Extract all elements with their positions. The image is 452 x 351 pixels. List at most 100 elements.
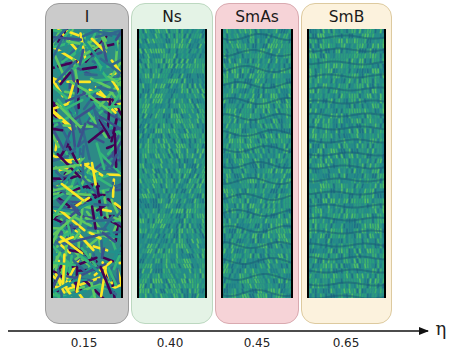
mesogen-rod	[166, 114, 168, 119]
mesogen-rod	[174, 154, 176, 159]
mesogen-rod	[197, 74, 199, 79]
mesogen-rod	[140, 209, 142, 214]
mesogen-rod	[174, 89, 175, 94]
mesogen-rod	[166, 209, 168, 214]
mesogen-rod	[143, 104, 144, 109]
phase-panel: SmAs	[215, 3, 299, 324]
mesogen-rod	[169, 129, 170, 134]
mesogen-rod	[271, 39, 273, 44]
mesogen-rod	[153, 64, 155, 69]
mesogen-rod	[268, 44, 270, 49]
mesogen-rod	[155, 94, 157, 99]
mesogen-rod	[194, 154, 196, 159]
mesogen-rod	[150, 294, 151, 298]
mesogen-rod	[148, 39, 150, 44]
mesogen-rod	[156, 254, 157, 259]
mesogen-rod	[194, 134, 196, 139]
mesogen-rod	[252, 29, 254, 34]
mesogen-rod	[160, 59, 162, 64]
mesogen-rod	[101, 267, 111, 293]
mesogen-rod	[176, 114, 177, 119]
mesogen-rod	[189, 64, 191, 69]
mesogen-rod	[192, 114, 194, 119]
mesogen-rod	[148, 139, 150, 144]
mesogen-rod	[140, 69, 141, 74]
mesogen-rod	[181, 154, 183, 159]
mesogen-rod	[179, 194, 181, 199]
mesogen-rod	[197, 44, 199, 49]
mesogen-rod	[140, 54, 142, 59]
mesogen-rod	[237, 29, 238, 33]
mesogen-rod	[109, 77, 123, 91]
mesogen-rod	[158, 89, 159, 94]
mesogen-rod	[140, 254, 141, 259]
mesogen-rod	[140, 219, 142, 224]
mesogen-rod	[192, 84, 194, 89]
mesogen-rod	[187, 214, 189, 219]
mesogen-rod	[177, 229, 178, 234]
mesogen-rod	[140, 29, 141, 34]
mesogen-rod	[202, 269, 204, 274]
mesogen-rod	[156, 284, 157, 289]
mesogen-rod	[150, 39, 151, 44]
mesogen-rod	[239, 29, 241, 33]
mesogen-rod	[189, 194, 190, 199]
mesogen-rod	[184, 274, 185, 279]
mesogen-rod	[161, 234, 162, 239]
mesogen-rod	[190, 209, 191, 214]
mesogen-rod	[179, 214, 180, 219]
mesogen-rod	[166, 79, 168, 84]
mesogen-rod	[202, 174, 203, 179]
mesogen-rod	[150, 129, 152, 134]
mesogen-rod	[161, 49, 162, 54]
mesogen-rod	[199, 154, 201, 159]
mesogen-rod	[158, 104, 159, 109]
mesogen-rod	[150, 89, 151, 94]
mesogen-rod	[226, 29, 228, 34]
mesogen-rod	[140, 269, 141, 274]
mesogen-rod	[142, 179, 144, 184]
mesogen-rod	[181, 84, 183, 89]
mesogen-rod	[153, 49, 154, 54]
mesogen-rod	[275, 29, 277, 34]
mesogen-rod	[161, 29, 162, 33]
mesogen-rod	[148, 169, 149, 174]
mesogen-rod	[181, 159, 183, 164]
mesogen-rod	[184, 139, 186, 144]
mesogen-rod	[153, 29, 154, 33]
mesogen-rod	[173, 29, 175, 34]
mesogen-rod	[140, 249, 141, 254]
mesogen-rod	[192, 89, 193, 94]
mesogen-rod	[184, 174, 185, 179]
mesogen-rod	[195, 39, 196, 44]
mesogen-rod	[53, 253, 61, 268]
mesogen-rod	[192, 194, 194, 199]
mesogen-rod	[200, 44, 202, 49]
mesogen-rod	[145, 194, 147, 199]
mesogen-rod	[192, 169, 193, 174]
mesogen-rod	[189, 49, 191, 54]
mesogen-rod	[145, 204, 146, 209]
mesogen-rod	[192, 29, 193, 33]
mesogen-rod	[199, 269, 201, 274]
mesogen-rod	[156, 294, 157, 298]
mesogen-rod	[202, 94, 204, 99]
mesogen-rod	[161, 149, 163, 154]
mesogen-rod	[142, 154, 144, 159]
mesogen-rod	[199, 39, 201, 44]
mesogen-rod	[145, 129, 146, 134]
mesogen-rod	[142, 79, 144, 84]
mesogen-rod	[140, 244, 141, 249]
mesogen-rod	[202, 54, 204, 59]
mesogen-rod	[51, 29, 66, 45]
mesogen-rod	[171, 284, 172, 289]
mesogen-rod	[174, 199, 176, 204]
mesogen-rod	[187, 119, 188, 124]
mesogen-rod	[186, 149, 188, 154]
mesogen-rod	[147, 74, 149, 79]
mesogen-rod	[169, 244, 170, 249]
mesogen-rod	[184, 109, 185, 114]
mesogen-rod	[158, 264, 160, 269]
mesogen-rod	[197, 54, 199, 59]
mesogen-rod	[179, 264, 181, 269]
